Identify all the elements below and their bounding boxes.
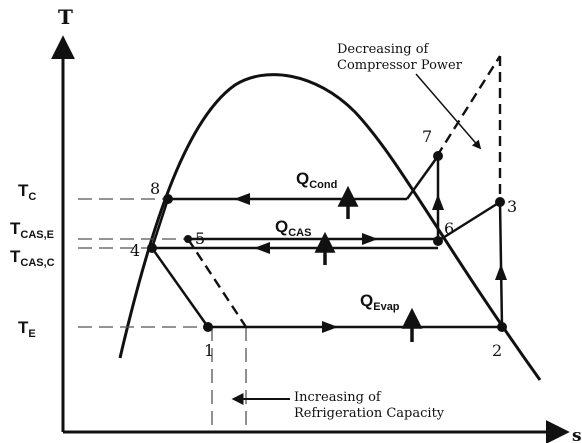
alt-compression-dashed	[435, 55, 502, 157]
line-7-cond	[405, 155, 440, 200]
state-label-3: 3	[507, 197, 517, 216]
evap-direction-arrow	[322, 321, 338, 333]
line-8-4	[150, 198, 170, 249]
state-point-2	[497, 322, 507, 332]
saturation-dome	[118, 73, 542, 381]
state-point-8	[163, 194, 173, 204]
label-tcas-e: TCAS,E	[10, 219, 54, 241]
label-q-cas: QCAS	[275, 217, 311, 239]
state-label-7: 7	[422, 127, 432, 146]
compressor-up-arrow-6-7	[432, 194, 444, 210]
label-tc: TC	[18, 181, 36, 203]
annotation-capacity-line2: Refrigeration Capacity	[294, 406, 445, 421]
y-axis-label: T	[58, 5, 73, 29]
annotation-compressor-line1: Decreasing of	[337, 42, 430, 57]
state-label-1: 1	[204, 341, 214, 360]
state-point-4	[147, 243, 157, 253]
label-q-evap: QEvap	[360, 291, 400, 313]
line-3-6-high	[437, 200, 501, 243]
state-point-1	[203, 322, 213, 332]
annotation-capacity-line1: Increasing of	[294, 390, 382, 405]
state-label-5: 5	[195, 229, 205, 248]
cond-direction-arrow	[234, 193, 250, 205]
state-point-3	[495, 197, 505, 207]
state-point-7	[433, 151, 443, 161]
annotation-compressor-pointer	[415, 73, 482, 150]
label-q-cond: QCond	[296, 169, 337, 191]
cascade-return-arrow	[254, 242, 270, 254]
state-label-6: 6	[444, 219, 454, 238]
state-point-5	[184, 235, 192, 243]
cascade-direction-arrow	[362, 233, 378, 245]
label-te: TE	[18, 318, 36, 340]
annotation-compressor-line2: Compressor Power	[337, 58, 463, 73]
state-label-4: 4	[130, 241, 140, 260]
state-label-8: 8	[150, 179, 160, 198]
x-axis-label: s	[572, 426, 582, 443]
state-point-6	[433, 236, 443, 246]
state-label-2: 2	[492, 341, 502, 360]
line-4-1	[150, 247, 210, 328]
compressor-up-arrow-2-3	[495, 264, 507, 280]
alt-expansion-dashed	[186, 238, 248, 328]
label-tcas-c: TCAS,C	[10, 247, 55, 269]
